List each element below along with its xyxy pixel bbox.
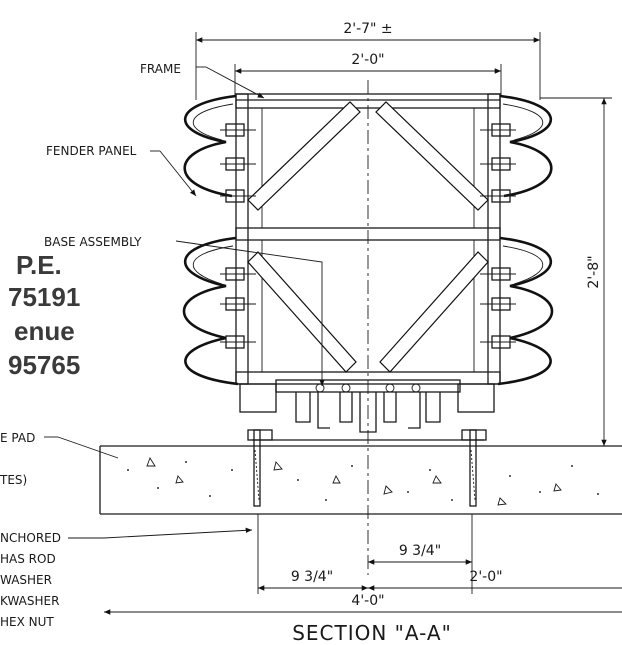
label-pad: E PAD: [0, 431, 35, 445]
concrete-slab: [99, 445, 622, 515]
svg-text:enue: enue: [14, 316, 75, 346]
engineer-stamp: P.E. 75191 enue 95765: [8, 250, 80, 380]
svg-text:BASE ASSEMBLY: BASE ASSEMBLY: [44, 235, 142, 249]
anchor-rods: [253, 429, 477, 507]
label-kwasher: KWASHER: [0, 594, 59, 608]
fender-panel-right: [497, 94, 554, 386]
svg-text:75191: 75191: [8, 282, 80, 312]
offset-right-label: 9 3/4": [399, 543, 441, 559]
base-width-label: 4'-0": [351, 593, 384, 609]
height-label: 2'-8": [586, 255, 602, 288]
section-title: SECTION "A-A": [292, 621, 452, 645]
diagonal-braces: [247, 101, 489, 373]
svg-text:FENDER PANEL: FENDER PANEL: [46, 144, 137, 158]
dim-bottom: 9 3/4" 9 3/4" 2'-0" 4'-0": [104, 514, 622, 615]
svg-text:P.E.: P.E.: [16, 250, 62, 280]
right-width-label: 2'-0": [469, 569, 502, 585]
bolts-right: [480, 123, 516, 349]
label-frame: FRAME: [140, 62, 265, 99]
label-anchored: NCHORED: [0, 531, 61, 545]
base-assembly: [239, 379, 495, 441]
anchor-callouts: NCHORED HAS ROD WASHER KWASHER HEX NUT: [0, 527, 253, 629]
label-hex-nut: HEX NUT: [0, 615, 54, 629]
svg-text:FRAME: FRAME: [140, 62, 181, 76]
dim-inner-width: 2'-0": [234, 52, 502, 96]
dim-overall-width: 2'-7" ±: [195, 21, 541, 100]
fender-panel-left: [182, 94, 239, 386]
offset-left-label: 9 3/4": [291, 569, 333, 585]
label-washer: WASHER: [0, 573, 52, 587]
label-has-rod: HAS ROD: [0, 552, 56, 566]
bolts-left: [220, 123, 256, 349]
label-fender-panel: FENDER PANEL: [46, 144, 197, 197]
inner-width-label: 2'-0": [351, 52, 384, 68]
overall-width-label: 2'-7" ±: [343, 21, 392, 37]
svg-text:95765: 95765: [8, 350, 80, 380]
label-base-assembly: BASE ASSEMBLY: [44, 235, 325, 386]
dim-height: 2'-8": [540, 97, 612, 447]
label-tes: TES): [0, 473, 27, 487]
